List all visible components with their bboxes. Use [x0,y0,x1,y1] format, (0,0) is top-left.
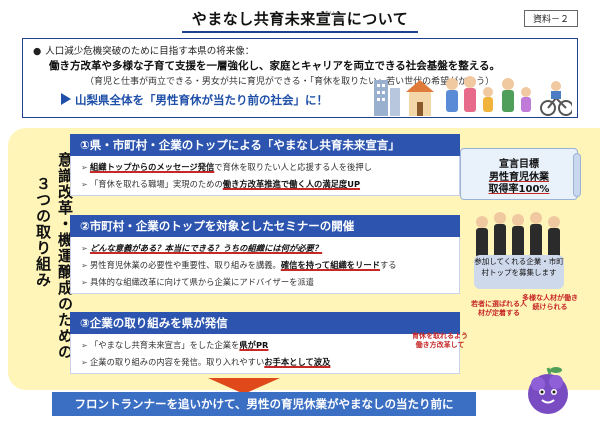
declaration-goal-scroll: 宣言目標 男性育児休業取得率100% [460,148,581,200]
initiative-section-1: ①県・市町村・企業のトップによる「やまなし共育未来宣言」 ➢組織トップからのメッ… [70,134,460,196]
chevron-right-icon: ➢ [81,163,88,172]
scroll-curl-icon [573,153,581,197]
bubble-diverse-workforce: 多様な人材が働き続けられる [522,294,578,311]
bubble-work-reform: 育休を取れるよう働き方改革して [412,332,468,349]
recruitment-caption: 参加してくれる企業・市町村トップを募集します [474,255,564,289]
page-title: やまなし共育未来宣言について [181,8,419,33]
down-arrow-icon [208,378,280,394]
house-icon [406,80,434,116]
document-badge: 資料－２ [523,10,578,27]
grape-mascot-icon [528,367,568,414]
section-1-heading: ①県・市町村・企業のトップによる「やまなし共育未来宣言」 [70,134,460,156]
vision-goal: 山梨県全体を「男性育休が当たり前の社会」に！ [61,92,328,108]
chevron-right-icon: ➢ [81,341,88,350]
family-icon [446,76,531,112]
summary-banner: フロントランナーを追いかけて、男性の育児休業がやまなしの当たり前に [52,392,476,416]
title-ruby: ともいく [320,11,340,17]
side-title-line-1: 意識改革・機運醸成のための [56,152,74,360]
building-icon [374,80,400,116]
chevron-right-icon: ➢ [81,261,88,270]
chevron-right-icon: ➢ [81,244,88,253]
section-3-body: ➢「やまなし共育未来宣言」をした企業を県がPR ➢企業の取り組みの内容を発信。取… [70,334,460,374]
section-3-heading: ③企業の取り組みを県が発信 [70,312,460,334]
bubble-talent-retention: 若者に選ばれる人材が定着する [471,300,527,317]
list-item: ➢組織トップからのメッセージ発信で育休を取りたい人と応援する人を後押し [81,159,449,176]
list-item: ➢「育休を取れる職場」実現のための働き方改革推進で働く人の満足度UP [81,176,449,193]
bullet-icon: ● [33,46,42,57]
initiative-section-2: ②市町村・企業のトップを対象としたセミナーの開催 ➢どんな意義がある？本当にでき… [70,215,460,294]
side-title-line-2: ３つの取り組み [34,176,52,288]
vision-box: ●人口減少危機突破のために目指す本県の将来像： 働き方改革や多様な子育て支援を一… [22,38,578,118]
vision-detail: （育児と仕事が両立できる・男女が共に育児ができる・「育休を取りたい」若い世代の希… [85,77,495,87]
section-2-heading: ②市町村・企業のトップを対象としたセミナーの開催 [70,215,460,237]
initiative-section-3: ③企業の取り組みを県が発信 ➢「やまなし共育未来宣言」をした企業を県がPR ➢企… [70,312,460,374]
chevron-right-icon: ➢ [81,278,88,287]
list-item: ➢「やまなし共育未来宣言」をした企業を県がPR [81,337,449,354]
chevron-right-icon: ➢ [81,358,88,367]
arrow-right-icon [61,93,71,105]
goal-value: 男性育児休業取得率100% [488,172,550,195]
goal-title: 宣言目標 [499,159,539,170]
list-item: ➢どんな意義がある？本当にできる？うちの組織には何が必要？ [81,240,449,257]
family-illustration [374,76,572,116]
chevron-right-icon: ➢ [81,180,88,189]
vision-statement: 働き方改革や多様な子育て支援を一層強化し、家庭とキャリアを両立できる社会基盤を整… [49,60,500,72]
vision-heading: ●人口減少危機突破のために目指す本県の将来像： [33,46,255,57]
list-item: ➢企業の取り組みの内容を発信。取り入れやすいお手本として波及 [81,354,449,371]
business-people-illustration [476,212,560,258]
list-item: ➢具体的な組織改革に向けて県から企業にアドバイザーを派遣 [81,274,449,291]
section-1-body: ➢組織トップからのメッセージ発信で育休を取りたい人と応援する人を後押し ➢「育休… [70,156,460,196]
bicycle-icon [540,81,572,116]
header: やまなし共育未来宣言について ともいく [0,8,600,33]
initiatives-side-title: 意識改革・機運醸成のための ３つの取り組み [16,152,74,362]
section-2-body: ➢どんな意義がある？本当にできる？うちの組織には何が必要？ ➢男性育児休業の必要… [70,237,460,294]
list-item: ➢男性育児休業の必要性や重要性、取り組みを講義。確信を持って組織をリードする [81,257,449,274]
